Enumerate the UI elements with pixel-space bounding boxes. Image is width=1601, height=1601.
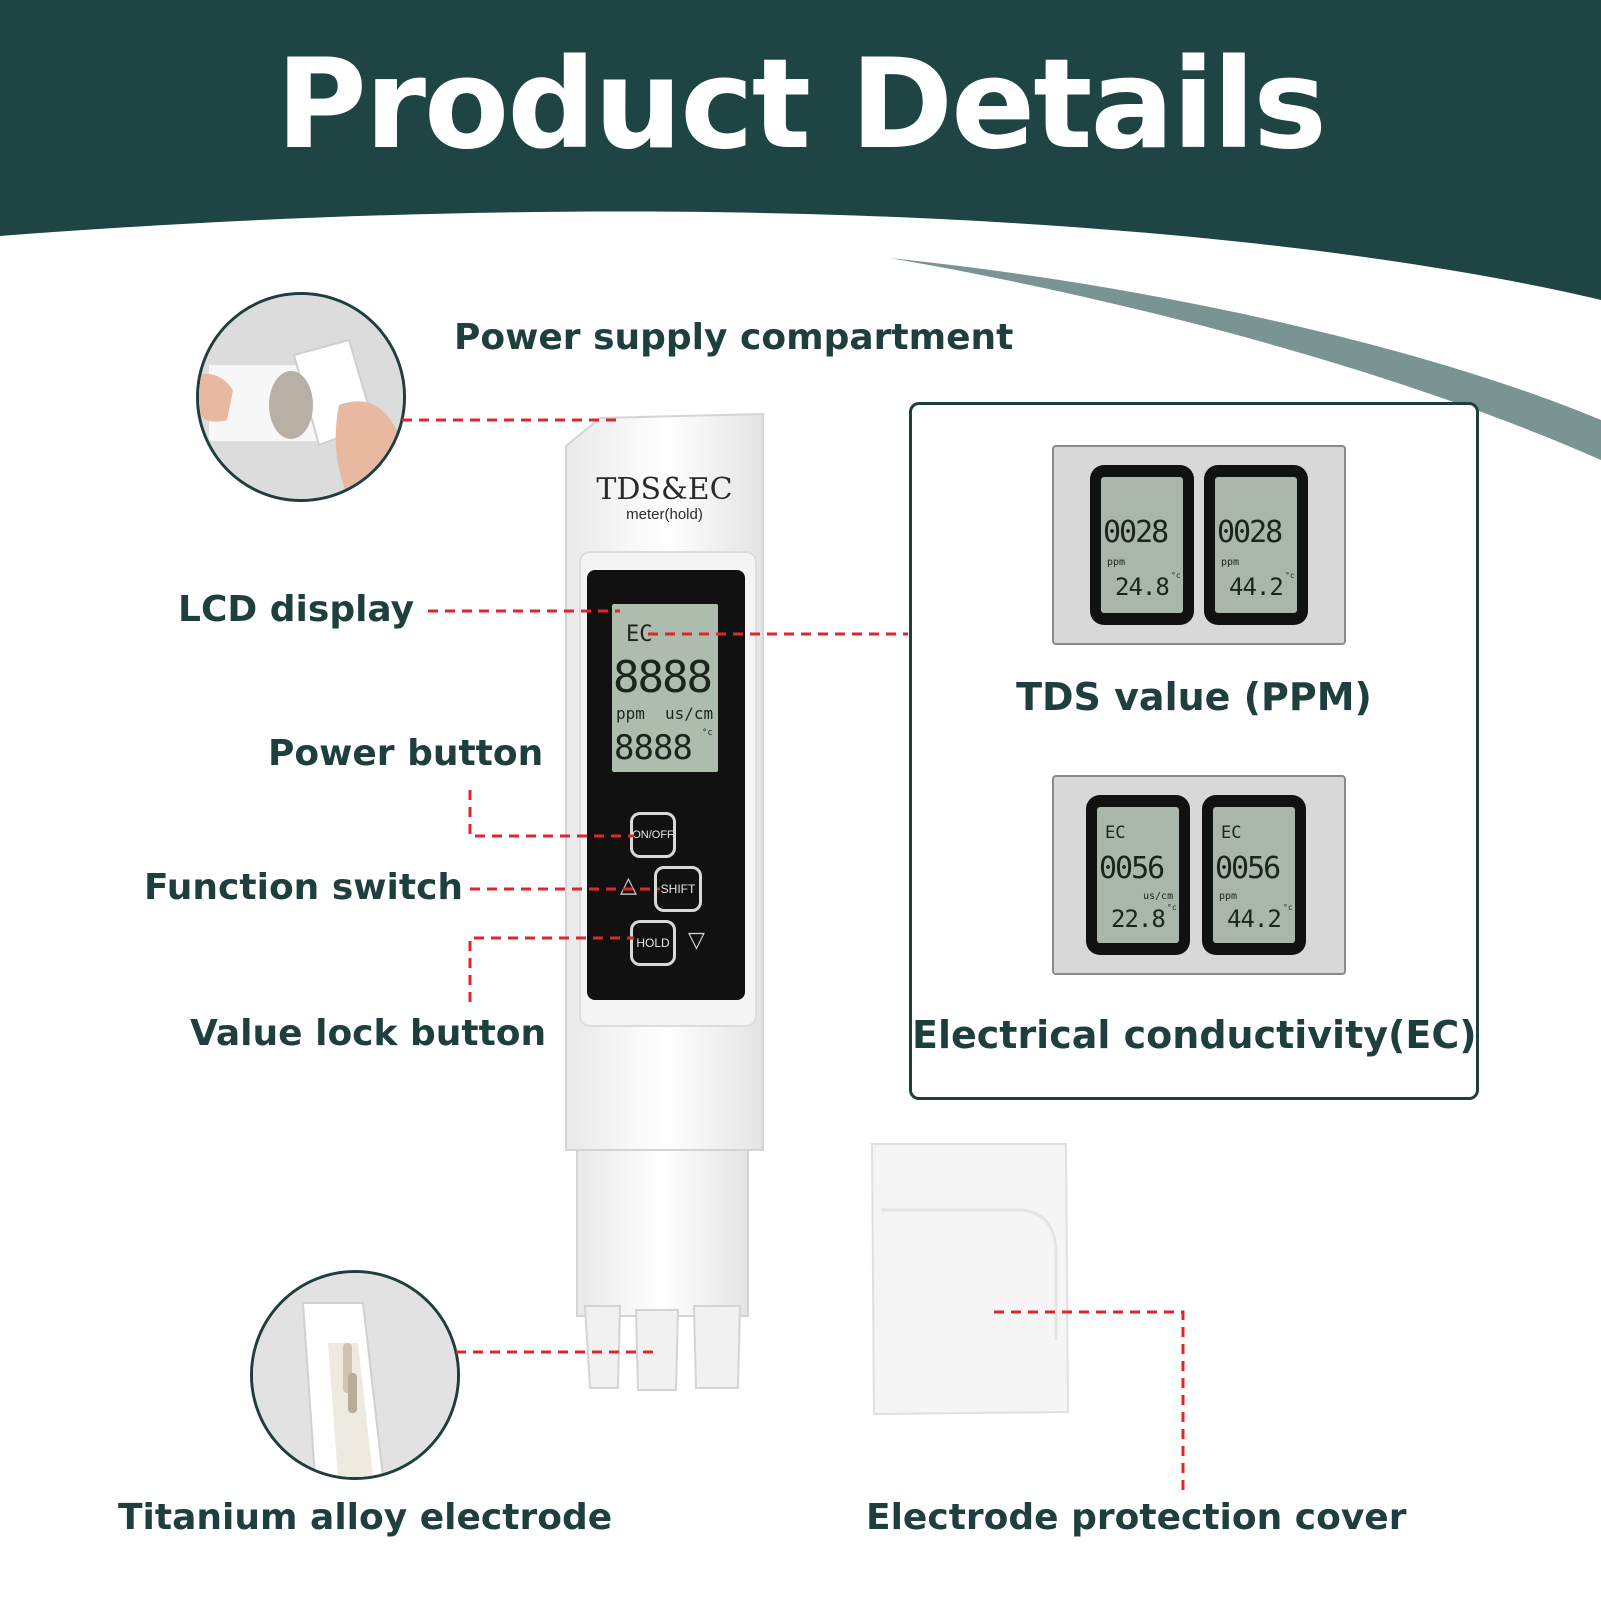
ec-screen-2-temp: 44.2 <box>1227 905 1282 933</box>
down-arrow-icon[interactable]: ▽ <box>688 928 705 953</box>
up-arrow-icon[interactable]: △ <box>620 873 637 898</box>
electrode-photo <box>250 1270 460 1480</box>
label-electrode: Titanium alloy electrode <box>118 1497 613 1538</box>
tds-screen-2: 0028 ppm 44.2 °c <box>1204 465 1308 625</box>
lcd-unit-uscm: us/cm <box>665 704 714 723</box>
ec-sample-panel: EC 0056 us/cm 22.8 °c EC 0056 ppm 44.2 °… <box>1052 775 1346 975</box>
ec-screen-1-unit: us/cm <box>1143 891 1174 902</box>
label-value-lock: Value lock button <box>190 1013 547 1054</box>
line-value-lock <box>468 936 634 1002</box>
hold-button[interactable]: HOLD <box>630 920 676 966</box>
ec-screen-2-temp-unit: °c <box>1283 903 1293 912</box>
tds-screen-1-temp-unit: °c <box>1171 571 1181 580</box>
label-lcd-display: LCD display <box>178 589 415 630</box>
line-power-button <box>468 790 634 838</box>
label-protection-cover: Electrode protection cover <box>866 1497 1407 1538</box>
display-examples-box: 0028 ppm 24.8 °c 0028 ppm 44.2 °c TDS va… <box>909 402 1479 1100</box>
ec-screen-1-temp: 22.8 <box>1111 905 1166 933</box>
tds-screen-1-temp: 24.8 <box>1115 573 1170 601</box>
label-power-supply: Power supply compartment <box>454 317 1014 358</box>
lcd-unit-ppm: ppm <box>616 704 645 723</box>
ec-screen-1-value: 0056 <box>1099 851 1165 886</box>
tds-screen-2-value: 0028 <box>1217 515 1283 550</box>
shift-button[interactable]: SHIFT <box>654 866 702 912</box>
page-title: Product Details <box>275 33 1327 177</box>
label-function-switch: Function switch <box>144 867 464 908</box>
ec-screen-1-temp-unit: °c <box>1167 903 1177 912</box>
meter-brand: TDS&EC <box>596 472 733 507</box>
battery-compartment-icon <box>199 295 403 499</box>
lcd-main-digits: 8888 <box>613 652 713 703</box>
ec-screen-1-mode: EC <box>1105 823 1126 843</box>
lcd-temp-digits: 8888 <box>614 728 693 768</box>
electrode-closeup-icon <box>253 1273 457 1477</box>
tds-sample-panel: 0028 ppm 24.8 °c 0028 ppm 44.2 °c <box>1052 445 1346 645</box>
meter-model: meter(hold) <box>626 506 703 523</box>
ec-screen-2-value: 0056 <box>1215 851 1281 886</box>
ec-screen-1: EC 0056 us/cm 22.8 °c <box>1086 795 1190 955</box>
ec-screen-2-unit: ppm <box>1219 891 1238 902</box>
lcd-temp-unit: °c <box>702 728 713 738</box>
on-off-button[interactable]: ON/OFF <box>630 812 676 858</box>
tds-caption: TDS value (PPM) <box>1016 675 1372 719</box>
tds-screen-2-temp-unit: °c <box>1285 571 1295 580</box>
ec-screen-2: EC 0056 ppm 44.2 °c <box>1202 795 1306 955</box>
ec-caption: Electrical conductivity(EC) <box>912 1013 1477 1057</box>
ec-screen-2-mode: EC <box>1221 823 1242 843</box>
tds-screen-2-unit: ppm <box>1221 557 1240 568</box>
power-compartment-photo <box>196 292 406 502</box>
line-cover <box>994 1310 1185 1490</box>
tds-screen-1: 0028 ppm 24.8 °c <box>1090 465 1194 625</box>
tds-screen-2-temp: 44.2 <box>1229 573 1284 601</box>
label-power-button: Power button <box>268 733 544 774</box>
tds-screen-1-unit: ppm <box>1107 557 1126 568</box>
tds-screen-1-value: 0028 <box>1103 515 1169 550</box>
